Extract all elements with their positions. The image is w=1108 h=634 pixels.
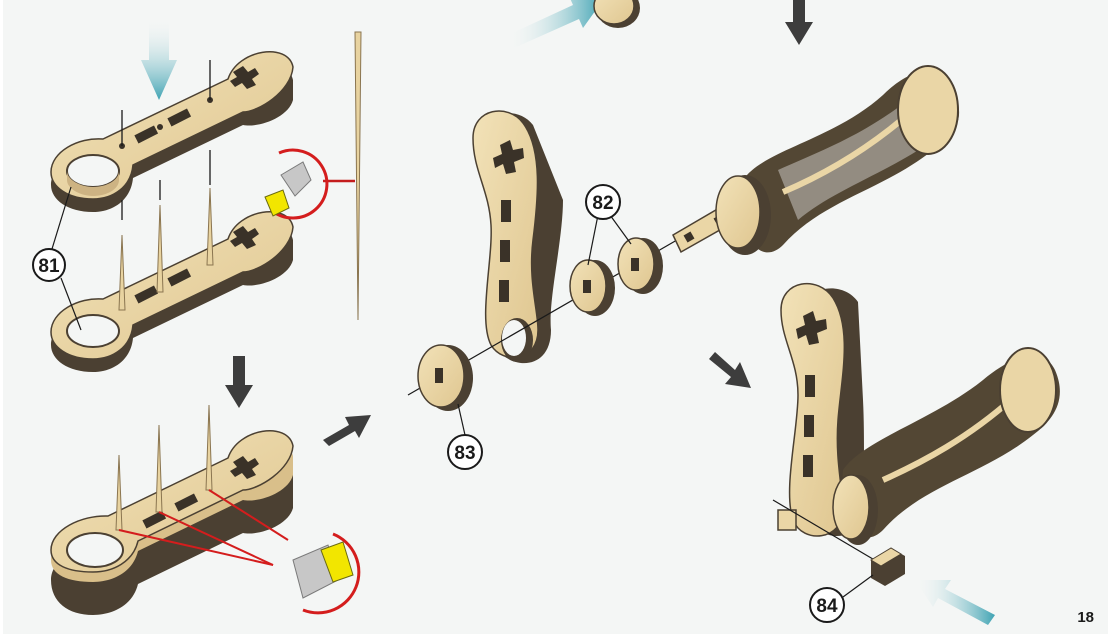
disc-part-82a [570,260,615,316]
disc-part-82b [618,238,663,294]
insert-arrow-icon [915,580,995,625]
insert-arrow-icon [508,0,603,48]
insert-arrow-icon [141,18,177,100]
peg-part-84 [871,548,905,586]
down-arrow-icon [785,0,813,45]
right-arrow-icon [323,415,371,446]
arm-glued-assembly [51,405,293,615]
callout-84-label: 84 [816,596,838,617]
page-number: 18 [1077,609,1094,626]
callout-81-label: 81 [38,256,60,277]
disc-part-top [594,0,640,28]
callout-83-label: 83 [454,443,475,464]
toothpick-part [323,32,361,320]
cutter-knife-icon [265,150,327,218]
callout-82-label: 82 [592,193,613,214]
cutter-knife-icon [293,534,359,613]
assembly-diagram: 81 [3,0,1108,634]
down-arrow-icon [225,356,253,408]
arm-part-with-pegs [51,188,293,372]
handle-part [673,66,959,255]
right-arrow-icon [709,352,751,388]
callout-84: 84 [810,575,873,622]
crank-arm-part [473,111,563,363]
callout-83: 83 [448,404,482,469]
crank-assembled [778,284,1060,545]
arm-part-top [51,52,293,220]
disc-part-83 [418,345,473,411]
